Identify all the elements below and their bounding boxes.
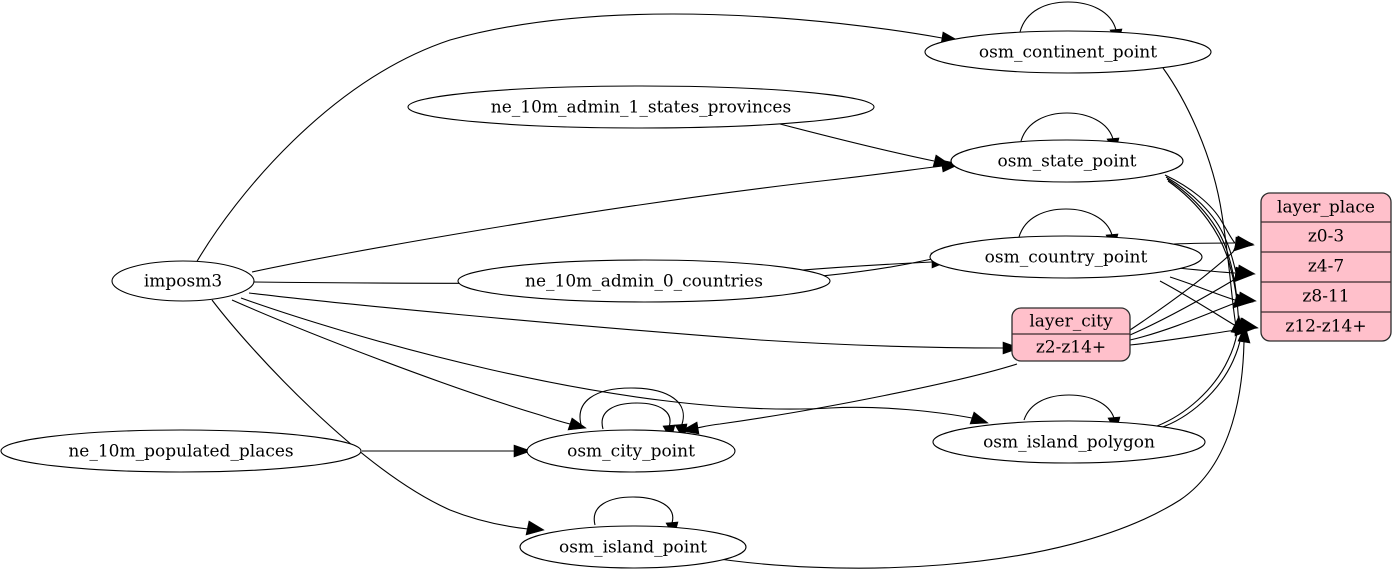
record-row-layer-place-z4-7[interactable]: z4-7 <box>1308 257 1344 277</box>
edge-osm-country-point-to-layer-place-z8 <box>1169 276 1236 301</box>
edge-layer-city-to-osm-city-point <box>696 363 1018 429</box>
edge-osm-island-polygon-self-loop <box>1023 394 1115 421</box>
edge-layer-city-to-layer-place-z12 <box>1129 329 1237 346</box>
arrowhead-icon <box>1237 324 1251 344</box>
node-osm-island-point-shape[interactable] <box>519 525 747 569</box>
edge-osm-state-point-self-loop <box>1020 112 1114 142</box>
edge-osm-city-point-self-loop-inner <box>601 402 671 430</box>
edge-imposm3-to-osm-state-point <box>251 165 943 273</box>
node-ne-10m-admin-1-states-provinces[interactable]: ne_10m_admin_1_states_provinces <box>407 85 875 129</box>
arrowhead-icon <box>1233 236 1253 252</box>
edge-osm-state-point-to-layer-place-z4 <box>1165 176 1237 273</box>
node-osm-country-point[interactable]: osm_country_point <box>929 235 1203 279</box>
edge-ne-states-to-osm-state-point <box>779 123 935 162</box>
arrowhead-icon <box>680 421 700 435</box>
edge-imposm3-to-osm-continent-point <box>195 13 943 264</box>
arrowhead-icon <box>525 520 545 536</box>
edge-osm-island-point-self-loop <box>593 496 674 526</box>
edge-osm-island-point-to-layer-place-z12 <box>699 341 1245 569</box>
edge-imposm3-to-osm-city-point <box>231 299 571 425</box>
node-imposm3-label: imposm3 <box>144 272 222 292</box>
arrowhead-icon <box>932 154 952 168</box>
node-ne-10m-populated-places-label: ne_10m_populated_places <box>68 442 293 462</box>
node-osm-continent-point-label: osm_continent_point <box>979 43 1157 63</box>
record-node-layer-city[interactable]: layer_city z2-z14+ <box>1011 307 1131 362</box>
record-node-layer-city-title: layer_city <box>1029 312 1113 332</box>
arrowhead-icon <box>513 444 532 458</box>
edge-osm-state-point-to-layer-place-z0 <box>1164 174 1236 244</box>
edge-osm-island-polygon-to-layer-place-z12 <box>1156 332 1238 427</box>
node-osm-island-polygon-label: osm_island_polygon <box>983 433 1155 453</box>
edge-imposm3-to-layer-city <box>248 292 1004 349</box>
edge-layer-city-to-layer-place-z4 <box>1129 276 1237 336</box>
node-ne-10m-admin-1-states-provinces-shape[interactable] <box>407 85 875 129</box>
record-node-layer-place-title: layer_place <box>1277 198 1375 218</box>
record-row-layer-place-z12-z14[interactable]: z12-z14+ <box>1285 317 1366 337</box>
node-ne-10m-admin-0-countries[interactable]: ne_10m_admin_0_countries <box>457 259 831 303</box>
edge-ne-countries-to-osm-country-point <box>789 261 933 272</box>
edge-osm-city-point-self-loop-outer <box>579 387 684 429</box>
record-row-layer-city-z2-z14[interactable]: z2-z14+ <box>1036 338 1106 358</box>
node-osm-city-point-shape[interactable] <box>526 429 736 473</box>
edge-osm-country-point-to-layer-place-z4 <box>1177 267 1236 274</box>
node-osm-state-point[interactable]: osm_state_point <box>950 139 1184 183</box>
edge-osm-state-point-to-layer-place-z12 <box>1167 180 1240 326</box>
edge-osm-state-point-to-layer-place-z8 <box>1166 178 1238 300</box>
record-row-layer-place-z0-3[interactable]: z0-3 <box>1308 227 1344 247</box>
node-layer: imposm3 ne_10m_admin_1_states_provinces … <box>0 30 1212 569</box>
node-osm-island-polygon-shape[interactable] <box>932 420 1206 464</box>
edge-osm-country-point-to-layer-place-z0 <box>1173 242 1236 245</box>
node-osm-island-point-label: osm_island_point <box>559 538 707 558</box>
node-ne-10m-admin-0-countries-shape[interactable] <box>457 259 831 303</box>
edge-osm-country-point-to-layer-place-z12 <box>1159 280 1237 327</box>
edge-osm-country-point-self-loop <box>1018 208 1113 238</box>
node-osm-state-point-label: osm_state_point <box>998 152 1137 172</box>
node-imposm3[interactable]: imposm3 <box>111 260 255 302</box>
record-node-layer-place-box[interactable] <box>1260 192 1392 342</box>
arrowhead-icon <box>1233 267 1253 283</box>
arrowhead-icon <box>969 411 989 425</box>
node-osm-island-point[interactable]: osm_island_point <box>519 525 747 569</box>
arrowhead-icon <box>567 417 587 431</box>
edge-imposm3-to-osm-island-point <box>211 299 529 530</box>
node-ne-10m-admin-1-states-provinces-label: ne_10m_admin_1_states_provinces <box>491 98 791 118</box>
record-row-layer-place-z8-11[interactable]: z8-11 <box>1302 287 1349 307</box>
arrowhead-icon <box>1230 315 1244 335</box>
node-osm-country-point-shape[interactable] <box>929 235 1203 279</box>
edge-osm-continent-point-self-loop <box>1019 1 1117 33</box>
node-osm-country-point-label: osm_country_point <box>985 248 1148 268</box>
edge-layer-city-to-layer-place-z8 <box>1129 302 1236 341</box>
node-osm-city-point[interactable]: osm_city_point <box>526 429 736 473</box>
node-ne-10m-populated-places[interactable]: ne_10m_populated_places <box>0 429 362 473</box>
record-node-layer-place[interactable]: layer_place z0-3 z4-7 z8-11 z12-z14+ <box>1260 192 1392 342</box>
node-ne-10m-admin-0-countries-label: ne_10m_admin_0_countries <box>525 272 763 292</box>
node-osm-state-point-shape[interactable] <box>950 139 1184 183</box>
node-ne-10m-populated-places-shape[interactable] <box>0 429 362 473</box>
node-osm-island-polygon[interactable]: osm_island_polygon <box>932 420 1206 464</box>
node-osm-continent-point[interactable]: osm_continent_point <box>924 30 1212 74</box>
arrowhead-icon <box>1232 293 1253 309</box>
edge-imposm3-to-osm-island-polygon <box>240 297 973 419</box>
node-osm-city-point-label: osm_city_point <box>567 442 695 462</box>
edge-osm-island-polygon-to-layer-place-z12-alt <box>1159 335 1242 429</box>
node-osm-continent-point-shape[interactable] <box>924 30 1212 74</box>
node-imposm3-shape[interactable] <box>111 260 255 302</box>
